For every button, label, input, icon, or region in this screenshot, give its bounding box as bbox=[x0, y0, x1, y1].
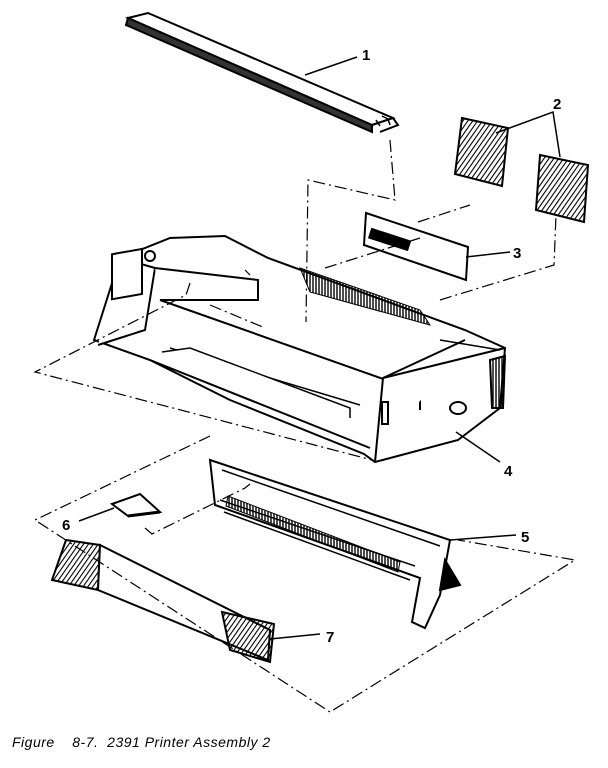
leader-line-2 bbox=[495, 110, 561, 158]
alignment-lines bbox=[33, 139, 577, 713]
callout-2: 2 bbox=[553, 96, 561, 113]
part-5-tray-frame bbox=[208, 458, 462, 630]
callout-5: 5 bbox=[521, 529, 529, 546]
part-6-clip bbox=[109, 492, 163, 518]
part-1-top-cover bbox=[124, 11, 400, 134]
callout-3: 3 bbox=[513, 245, 521, 262]
callout-6: 6 bbox=[62, 517, 70, 534]
callout-4: 4 bbox=[504, 463, 513, 480]
caption-label: Figure bbox=[12, 734, 55, 750]
figure-caption: Figure 8-7. 2391 Printer Assembly 2 bbox=[12, 734, 271, 750]
part-3-bracket bbox=[362, 211, 470, 282]
leader-line-6 bbox=[78, 507, 115, 522]
leader-line-3 bbox=[465, 251, 511, 258]
caption-number: 8-7. bbox=[72, 734, 99, 750]
callout-7: 7 bbox=[326, 629, 334, 646]
callout-1: 1 bbox=[362, 47, 370, 64]
part-2-panels bbox=[453, 116, 590, 224]
leader-line-5 bbox=[449, 534, 517, 541]
leader-line-7 bbox=[269, 633, 321, 640]
caption-title: 2391 Printer Assembly 2 bbox=[107, 734, 271, 750]
leader-line-4 bbox=[455, 431, 501, 463]
leader-line-1 bbox=[304, 56, 358, 76]
part-4-printer-body bbox=[92, 234, 507, 464]
part-7-paper-guide bbox=[50, 538, 276, 664]
